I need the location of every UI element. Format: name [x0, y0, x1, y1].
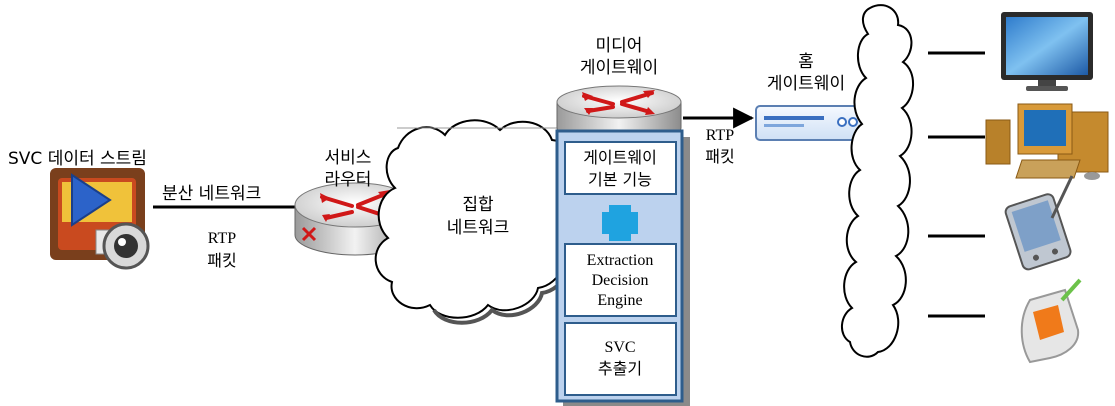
extraction-decision-engine-label-2: Decision — [592, 272, 649, 289]
link1-packet: 패킷 — [207, 251, 236, 270]
home-network-cloud-icon — [841, 4, 914, 358]
set-top-box-icon — [755, 105, 865, 141]
mobile-device-icon — [1020, 278, 1082, 364]
link1-label: 분산 네트워크 — [162, 184, 261, 204]
aggregation-network-label-1: 집합 — [462, 195, 494, 215]
service-router-label-1: 서비스 — [325, 148, 372, 168]
aggregation-network-label-2: 네트워크 — [447, 218, 510, 238]
svc-extractor-label-1: SVC — [604, 339, 635, 356]
extraction-decision-engine-label-3: Engine — [597, 292, 642, 309]
gateway-basic-function-label-1: 게이트웨이 — [583, 148, 657, 167]
link2-rtp: RTP — [706, 127, 734, 144]
svc-extractor-label-2: 추출기 — [598, 359, 642, 378]
gateway-basic-function-label-2: 기본 기능 — [588, 170, 652, 189]
home-gateway-label-1: 홈 — [798, 52, 814, 72]
source-label: SVC 데이터 스트림 — [8, 149, 147, 169]
home-gateway-label-2: 게이트웨이 — [767, 74, 845, 94]
gateway-basic-function-box — [564, 141, 677, 195]
tv-icon — [1001, 12, 1093, 91]
service-router-label-2: 라우터 — [325, 170, 372, 190]
media-gateway-title-2: 게이트웨이 — [580, 58, 658, 78]
plus-icon — [602, 205, 638, 241]
extraction-decision-engine-box — [564, 243, 677, 317]
pda-icon — [1004, 175, 1074, 271]
extraction-decision-engine-label-1: Extraction — [587, 252, 654, 269]
video-stream-icon — [50, 168, 150, 270]
desktop-computer-icon — [985, 103, 1109, 180]
link1-rtp: RTP — [208, 230, 236, 247]
svc-extractor-box — [564, 322, 677, 396]
media-gateway-title-1: 미디어 — [596, 36, 643, 56]
link2-packet: 패킷 — [705, 147, 734, 166]
